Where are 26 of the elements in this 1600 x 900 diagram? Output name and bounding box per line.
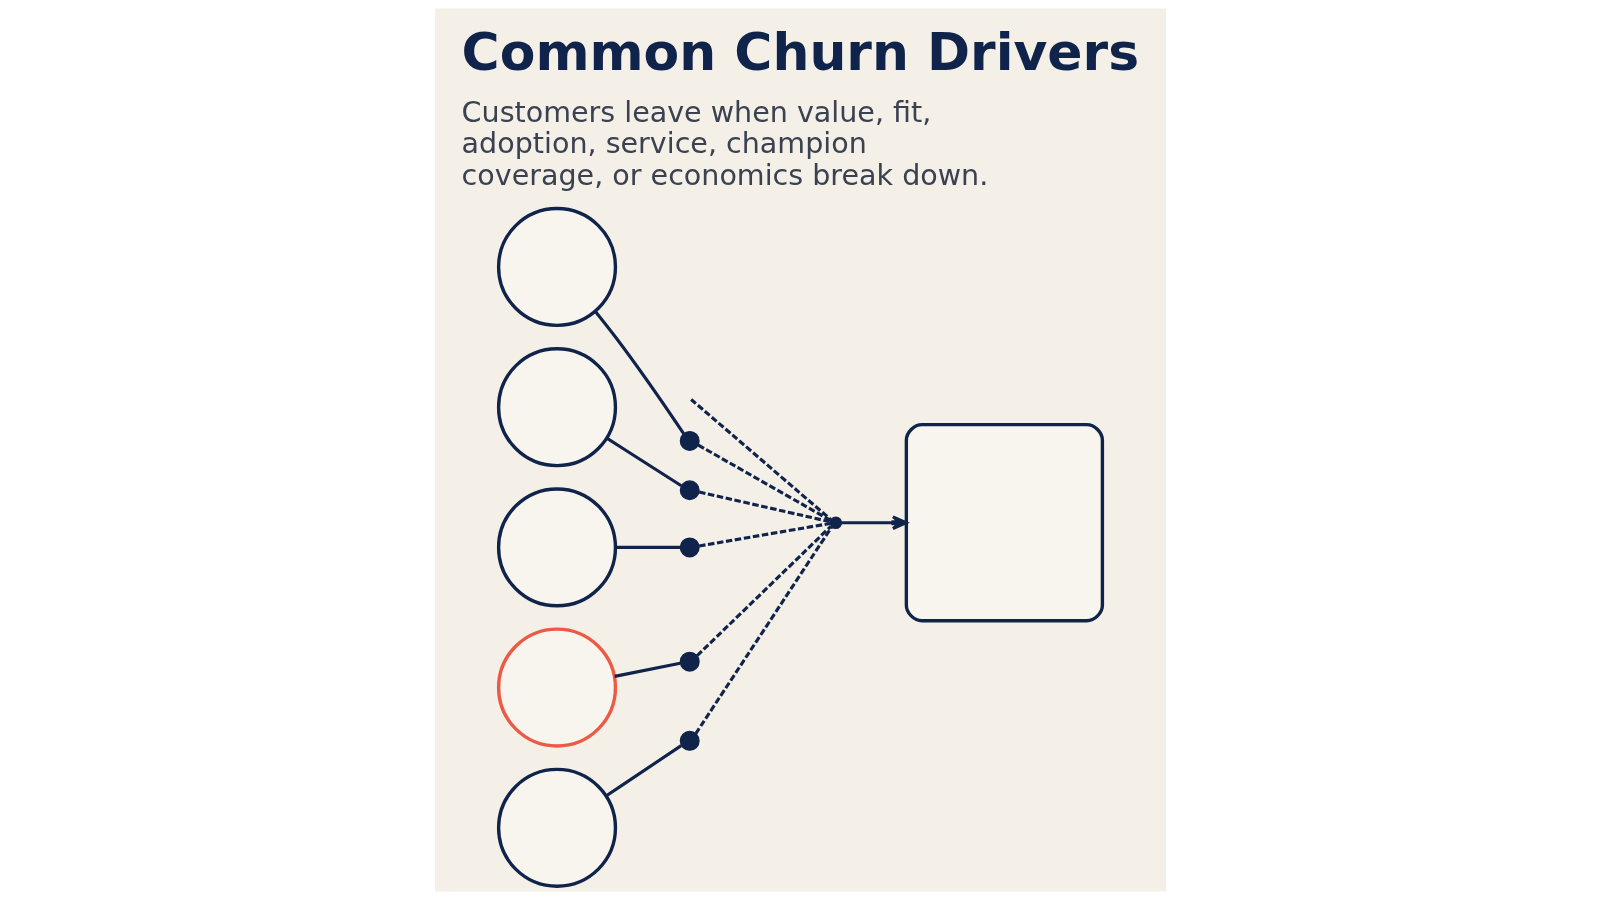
node-circle: [496, 206, 617, 328]
diagram-title: Common Churn Drivers: [461, 21, 1139, 82]
connector: [697, 443, 831, 522]
caption: Customers leave when value, fit, adoption, service, champion coverage, or economics break down.: [461, 95, 988, 192]
node-dot: [679, 730, 700, 751]
node-dot: [679, 651, 700, 672]
node-dot: [829, 516, 842, 529]
connector: [695, 525, 832, 657]
connector: [698, 490, 830, 524]
node-dot: [679, 480, 700, 501]
node-dot: [679, 537, 700, 558]
connector: [593, 310, 685, 435]
node-circle: [496, 487, 617, 608]
connector: [694, 526, 833, 735]
node-dot: [679, 430, 700, 451]
node-circle: [496, 347, 617, 468]
connector: [698, 521, 830, 548]
connector: [605, 436, 682, 488]
arrow: [841, 515, 908, 531]
node-circle: [496, 627, 617, 748]
node-circle: [496, 767, 617, 888]
node-box: [904, 423, 1104, 623]
connector: [615, 545, 680, 549]
connector: [604, 744, 682, 798]
connector: [613, 661, 680, 678]
connector: [689, 398, 832, 521]
